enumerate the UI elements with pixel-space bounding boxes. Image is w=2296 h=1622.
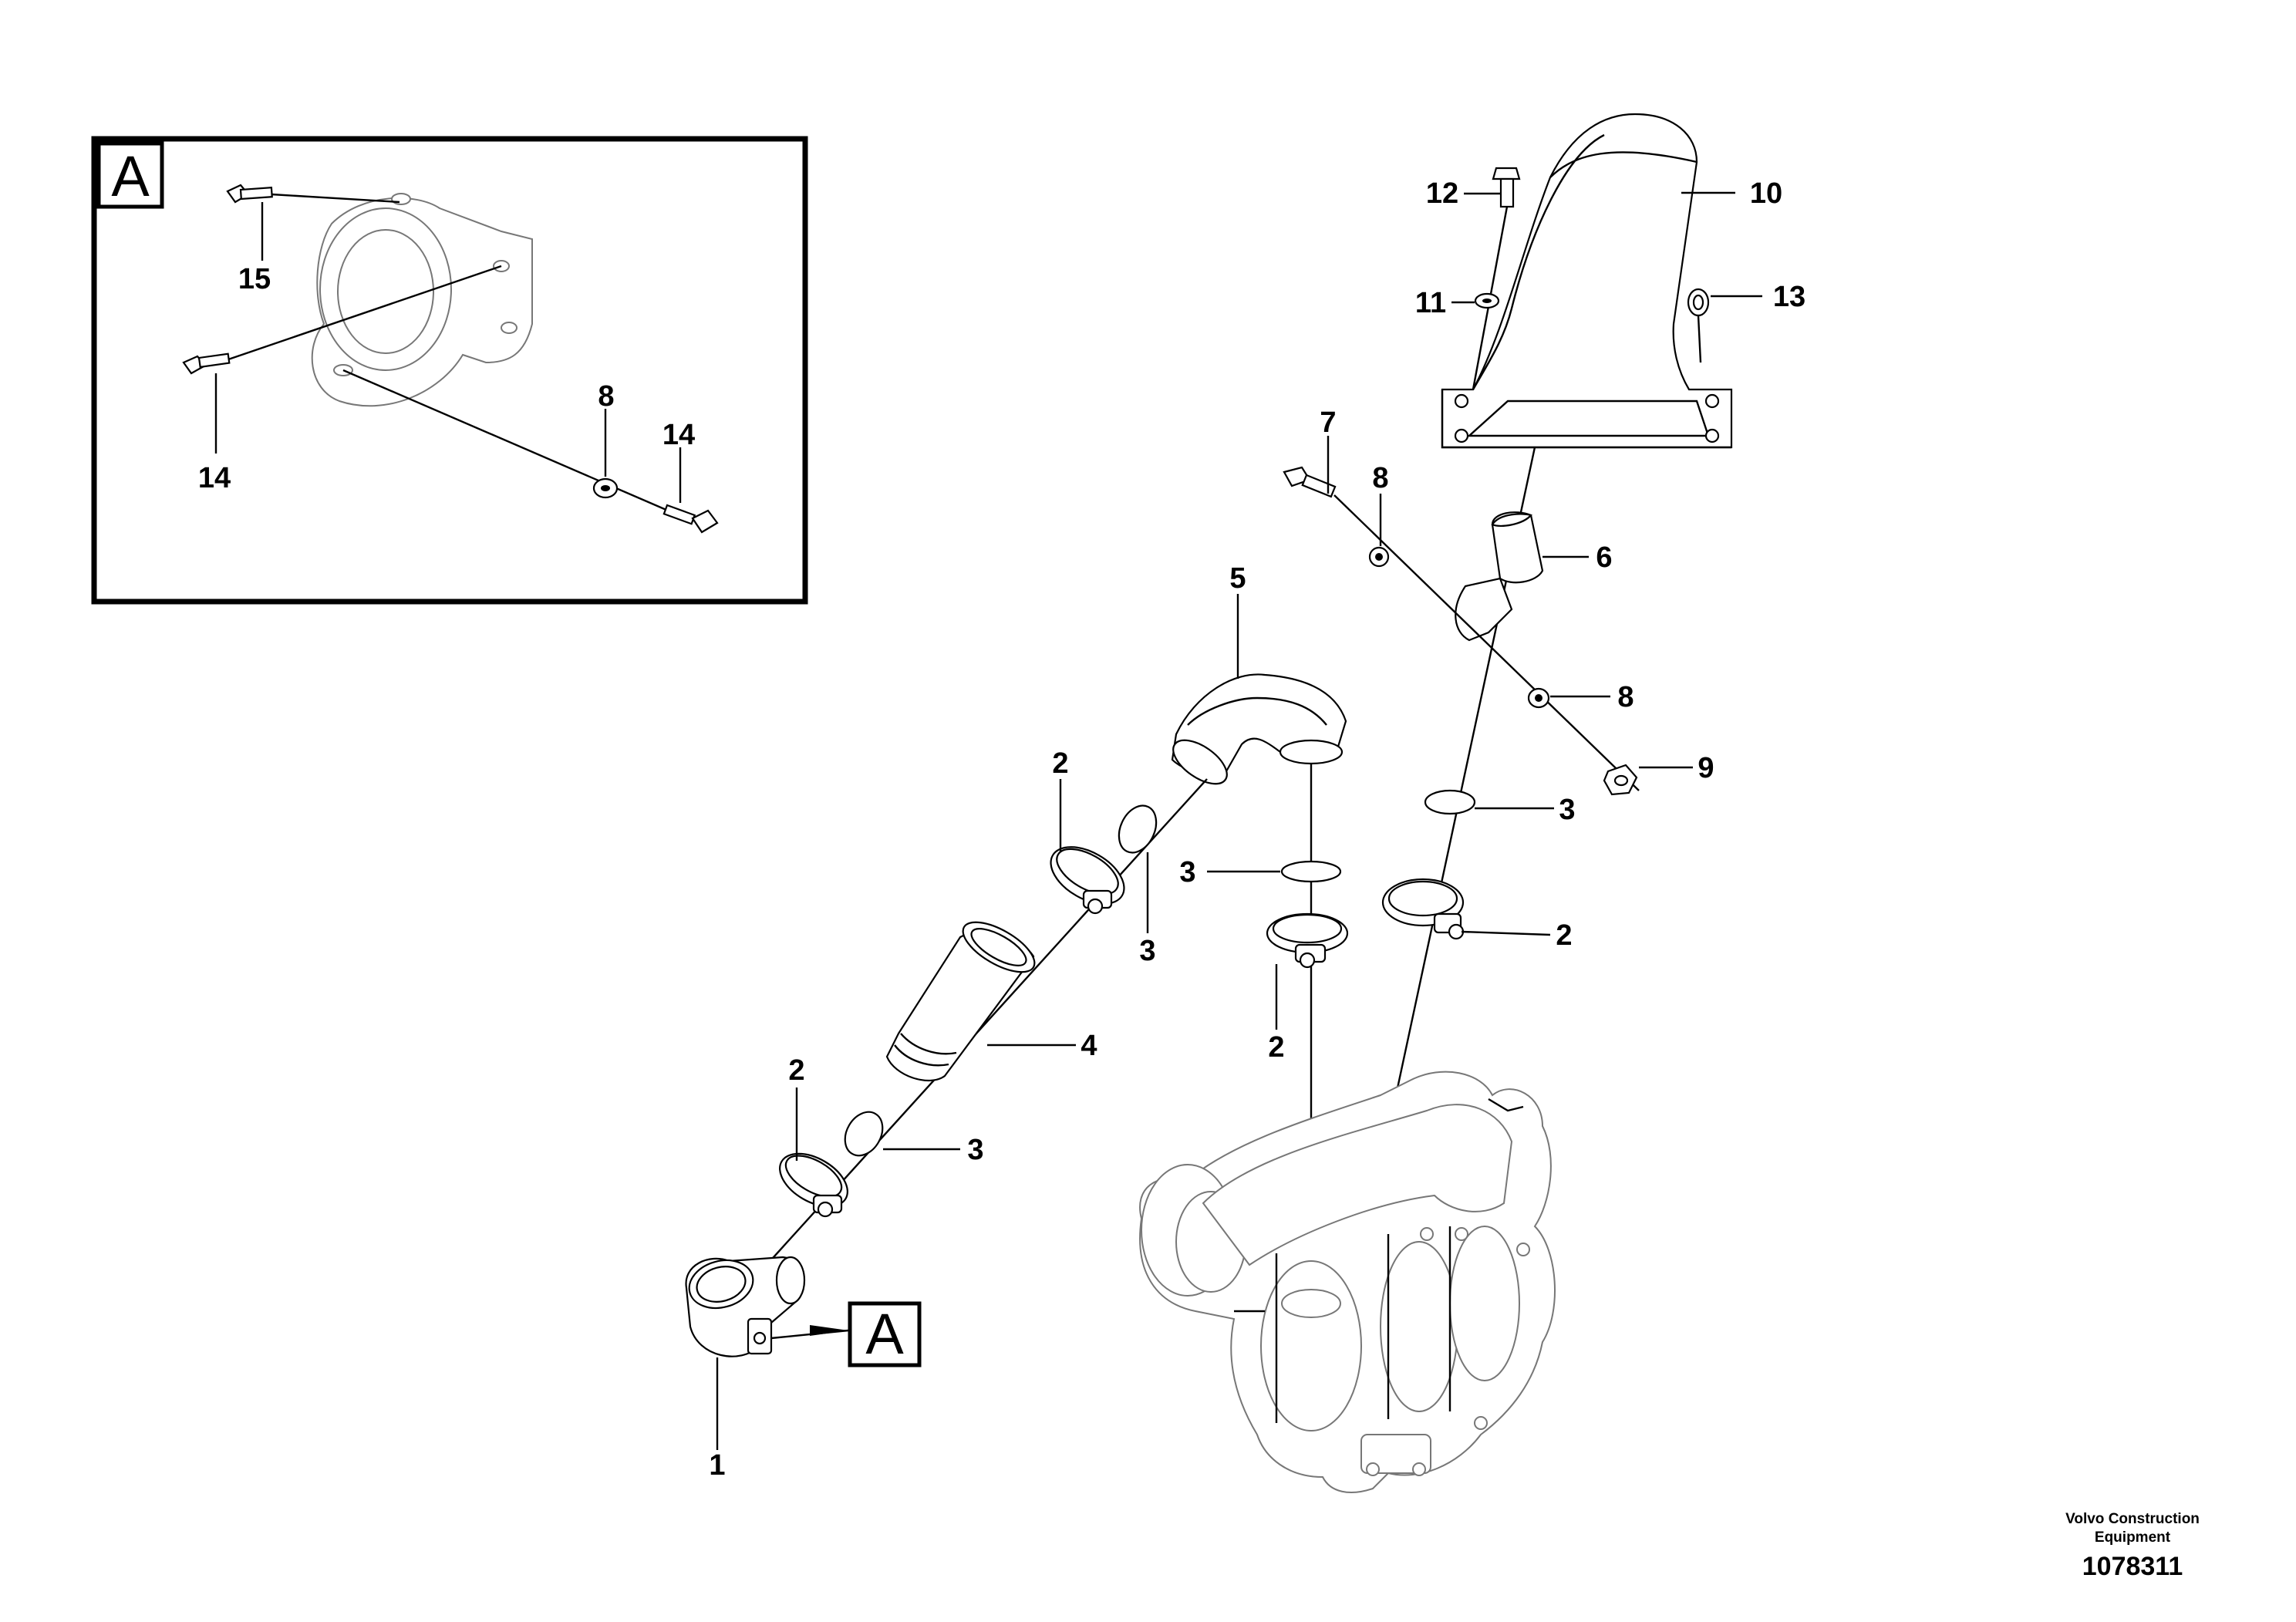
stack-bracket-6	[1455, 511, 1544, 642]
gasket-3-centre	[1280, 860, 1342, 883]
callout-3-upper-pipe: 3	[1139, 935, 1155, 967]
bracket-bolt-7	[1283, 466, 1337, 498]
exhaust-stack	[1441, 113, 1733, 449]
clamp-2-centre	[1266, 912, 1349, 969]
footer-brand-line2: Equipment	[2094, 1529, 2171, 1546]
gasket-3-lower-pipe	[844, 1111, 884, 1157]
detail-a-inset: A	[91, 136, 808, 605]
callout-8-upper: 8	[1372, 462, 1388, 494]
callout-3-lower-pipe: 3	[967, 1134, 983, 1166]
callout-6: 6	[1596, 541, 1612, 574]
callout-11: 11	[1415, 287, 1446, 319]
gasket-3-upper-pipe	[1118, 804, 1158, 854]
callout-2-centre: 2	[1268, 1031, 1284, 1064]
inset-bolt-14-right	[663, 504, 719, 534]
callout-15: 15	[238, 263, 271, 295]
callout-4: 4	[1081, 1030, 1097, 1062]
callout-10: 10	[1750, 177, 1782, 210]
callout-2-lower-pipe: 2	[788, 1054, 804, 1087]
reference-marker-a: A	[865, 1302, 904, 1366]
bracket-washer-8-lower	[1527, 687, 1550, 709]
engine-turbo-assembly	[1139, 1071, 1556, 1493]
clamp-2-stack	[1381, 878, 1465, 940]
callout-8-inset: 8	[598, 380, 614, 413]
bracket-nut-9	[1603, 764, 1638, 796]
footer-brand-line1: Volvo Construction	[2065, 1511, 2200, 1527]
callout-13: 13	[1773, 281, 1805, 313]
gasket-3-stack	[1424, 789, 1476, 815]
inset-bolt-14-left	[182, 352, 231, 375]
bracket-washer-8-upper	[1368, 546, 1390, 568]
callout-2-upper-pipe: 2	[1052, 747, 1068, 780]
callout-14-right: 14	[663, 419, 695, 451]
intake-elbow-5	[1171, 673, 1347, 785]
callout-8-lower: 8	[1617, 681, 1633, 713]
clamp-2-lower-pipe	[779, 1152, 848, 1218]
stack-eye-13	[1687, 288, 1710, 363]
callout-5: 5	[1229, 562, 1246, 595]
callout-9: 9	[1698, 752, 1714, 784]
callout-3-centre: 3	[1179, 856, 1195, 889]
drawing-number: 1078311	[2082, 1552, 2183, 1581]
stack-washer-11	[1474, 292, 1500, 309]
callout-1: 1	[709, 1449, 725, 1482]
inset-washer-8	[592, 477, 619, 499]
stack-bolt-12	[1492, 167, 1521, 208]
callout-12: 12	[1426, 177, 1458, 210]
callout-7: 7	[1320, 406, 1336, 439]
callout-3-stack: 3	[1559, 794, 1575, 826]
callout-2-stack: 2	[1556, 919, 1572, 952]
callout-14-left: 14	[198, 462, 231, 494]
bracket-plate	[311, 193, 533, 407]
inset-bolt-15	[226, 184, 273, 204]
drawing-footer: Volvo Construction Equipment 1078311	[2017, 1510, 2248, 1582]
intake-elbow-1	[685, 1256, 806, 1357]
intake-pipe-4	[885, 921, 1036, 1082]
detail-a-badge: A	[111, 144, 150, 208]
clamp-2-upper-pipe	[1050, 846, 1125, 915]
